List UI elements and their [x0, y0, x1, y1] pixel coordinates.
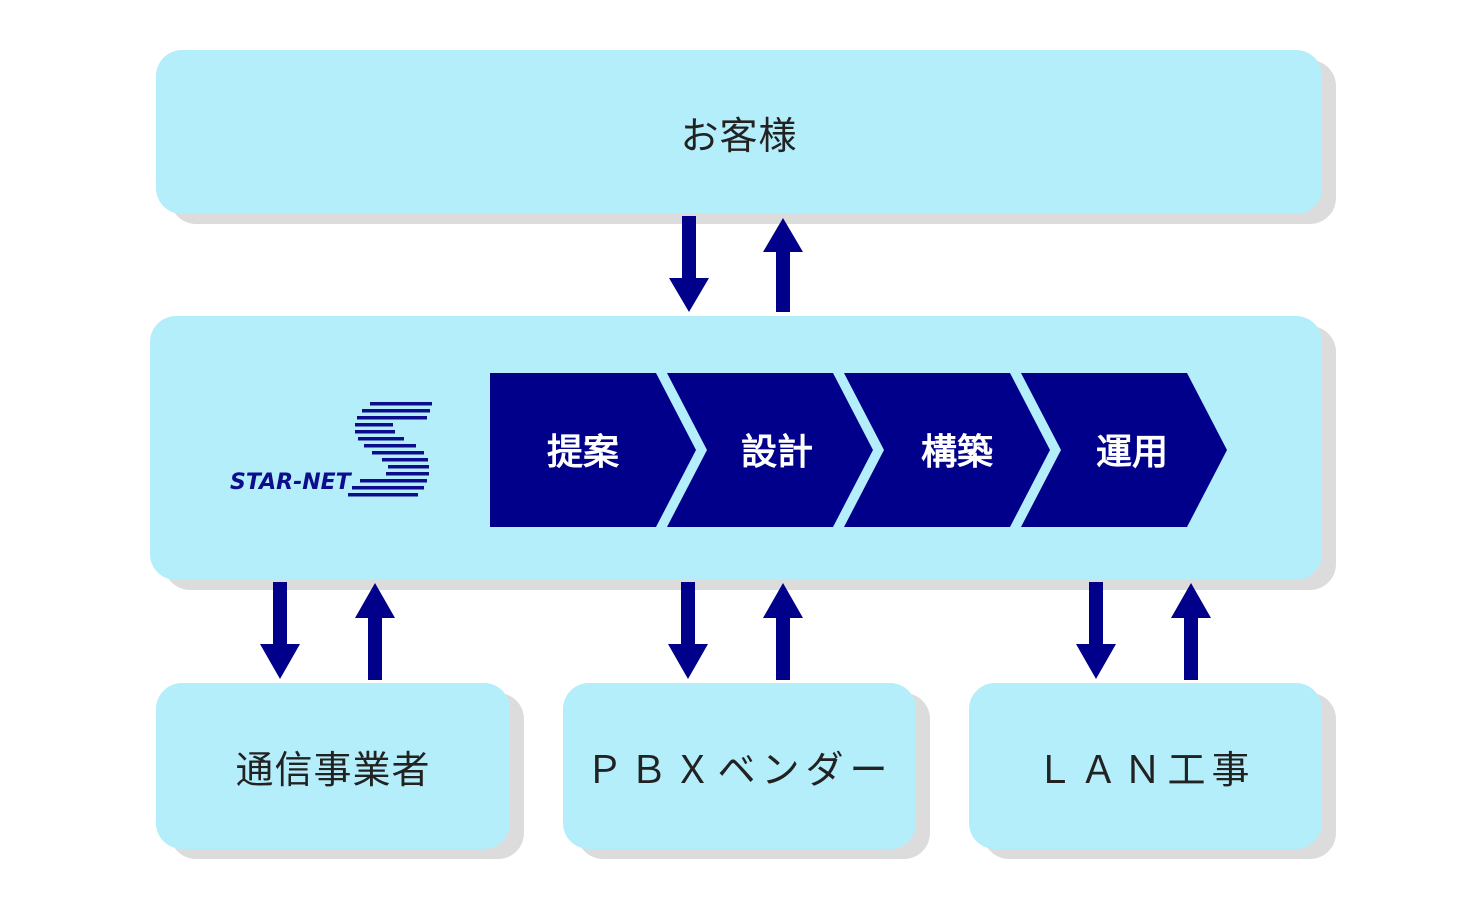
arrow-up-carrier-to-company [355, 583, 395, 680]
step-build-label: 構築 [921, 432, 994, 473]
step-operation-label: 運用 [1096, 432, 1168, 473]
chevron-operation [1021, 373, 1227, 527]
step-design-label: 設計 [741, 432, 813, 473]
customer-box: お客様 [156, 50, 1322, 214]
chevron-build [844, 373, 1050, 527]
arrow-down-company-to-lan [1076, 582, 1116, 679]
lan-work-label: ＬＡＮ工事 [1035, 747, 1256, 792]
carrier-box: 通信事業者 [156, 683, 510, 849]
chevron-design [667, 373, 873, 527]
process-flow: 提案 設計 構築 運用 [490, 373, 1227, 527]
arrow-down-customer-to-company [669, 216, 709, 312]
arrow-down-company-to-pbx [668, 582, 708, 679]
arrow-up-company-to-customer [763, 218, 803, 312]
customer-label: お客様 [680, 113, 798, 158]
chevron-proposal [490, 373, 696, 527]
lan-work-box: ＬＡＮ工事 [969, 683, 1322, 849]
starnet-logo: STAR-NET [230, 402, 432, 497]
logo-s-mark-icon [348, 402, 432, 497]
arrow-up-pbx-to-company [763, 583, 803, 680]
arrow-down-company-to-carrier [260, 582, 300, 679]
pbx-vendor-label: ＰＢＸベンダー [585, 747, 894, 792]
arrow-up-lan-to-company [1171, 583, 1211, 680]
logo-text: STAR-NET [230, 470, 353, 495]
step-proposal-label: 提案 [547, 432, 620, 473]
carrier-label: 通信事業者 [235, 747, 431, 792]
pbx-vendor-box: ＰＢＸベンダー [563, 683, 916, 849]
